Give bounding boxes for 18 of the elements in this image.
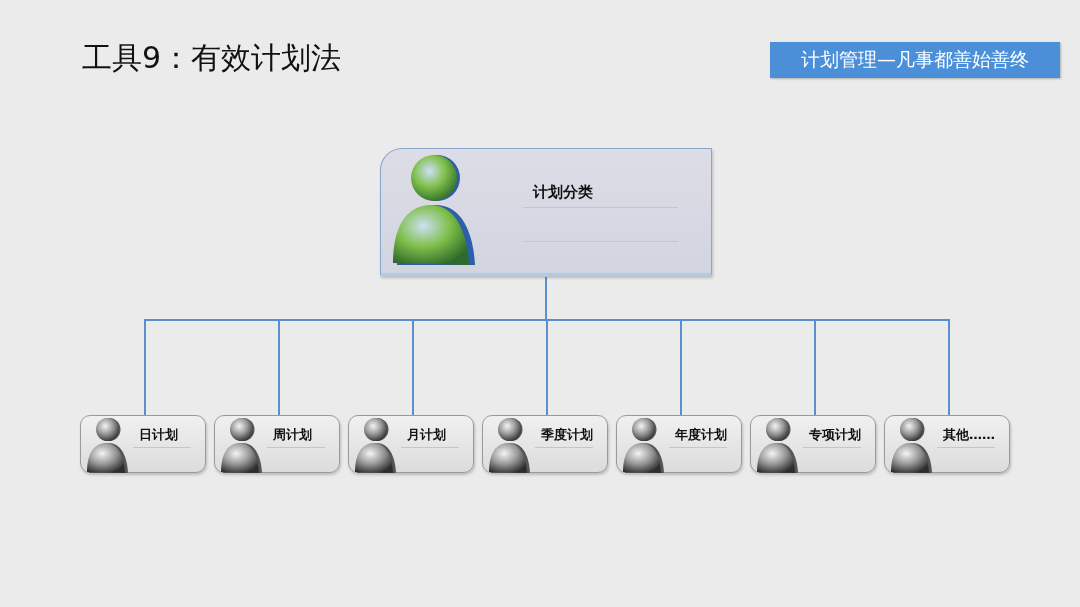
person-card (482, 415, 608, 473)
person-card (80, 415, 206, 473)
card-title: 专项计划 (809, 426, 861, 444)
section-tag: 计划管理—凡事都善始善终 (770, 42, 1060, 78)
card-title: 周计划 (273, 426, 312, 444)
person-card (348, 415, 474, 473)
card-title: 其他…… (943, 426, 995, 444)
person-card (750, 415, 876, 473)
person-card (884, 415, 1010, 473)
card-title: 年度计划 (675, 426, 727, 444)
card-title: 月计划 (407, 426, 446, 444)
person-card (214, 415, 340, 473)
card-title: 季度计划 (541, 426, 593, 444)
slide-title: 工具9：有效计划法 (82, 39, 342, 77)
card-title: 计划分类 (533, 183, 593, 202)
person-card (380, 148, 712, 276)
card-title: 日计划 (139, 426, 178, 444)
person-card (616, 415, 742, 473)
